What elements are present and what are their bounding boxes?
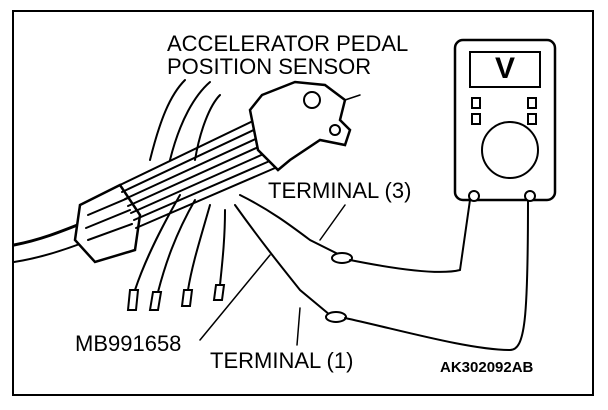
- terminal3-label: TERMINAL (3): [268, 178, 412, 203]
- terminal1-label: TERMINAL (1): [210, 348, 354, 373]
- meter-lead-3: [349, 199, 471, 273]
- terminal1-wire: [234, 204, 331, 316]
- figure-code: AK302092AB: [440, 359, 534, 376]
- upper-wires: [149, 79, 221, 161]
- terminal3-wire: [239, 194, 341, 256]
- harness-label: MB991658: [75, 331, 182, 356]
- harness-ribbon: [119, 119, 276, 229]
- main-cable: [12, 220, 87, 247]
- meter-display: [469, 51, 541, 88]
- meter-lead-1: [344, 199, 529, 352]
- sensor-label-line2: POSITION SENSOR: [167, 54, 372, 79]
- sensor-label-line1: ACCELERATOR PEDAL: [167, 31, 409, 56]
- figure-frame: [12, 10, 594, 396]
- meter-display-symbol: V: [495, 52, 516, 85]
- probe-wires: [134, 194, 226, 293]
- probe-tips: [126, 284, 226, 311]
- meter-dial: [481, 121, 539, 179]
- sensor-body: [248, 80, 352, 172]
